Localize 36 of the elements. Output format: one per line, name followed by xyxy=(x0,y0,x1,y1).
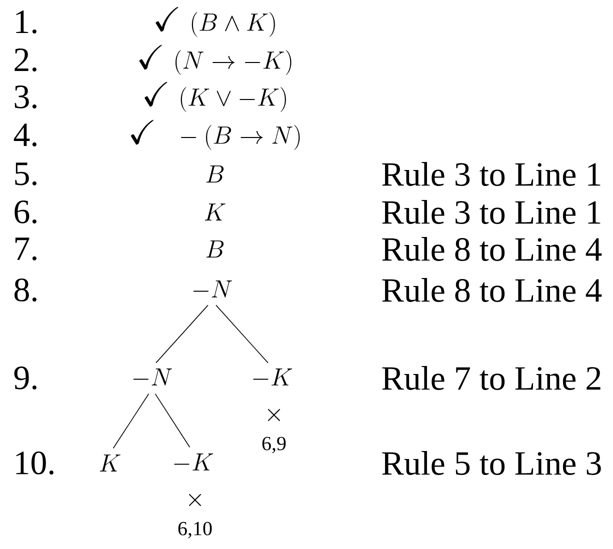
line-number: 1. xyxy=(16,10,36,34)
formula: $B$ xyxy=(206,240,224,258)
formula: $B$ xyxy=(206,166,224,182)
rule-note: Rule 5 to Line 3 xyxy=(382,451,601,475)
line-number: 4. xyxy=(14,124,36,146)
closure-lines: 6,10 xyxy=(178,522,212,538)
line-number: 2. xyxy=(14,48,36,72)
rule-note: Rule 3 to Line 1 xyxy=(382,162,600,186)
branch-line xyxy=(156,304,208,364)
rule-note: Rule 3 to Line 1 xyxy=(382,200,600,224)
formula: $\checkmark\ (N \to -K)$ xyxy=(139,44,292,75)
tree-formula: $-N$ xyxy=(133,368,172,386)
line-number: 6. xyxy=(14,200,36,224)
tree-formula: $-K$ xyxy=(174,453,214,470)
formula: $\checkmark\ (B \wedge K)$ xyxy=(156,6,275,37)
rule-note: Rule 7 to Line 2 xyxy=(382,366,600,390)
line-number: 10. xyxy=(16,451,54,475)
formula: $\checkmark\ \ -(B \to N)$ xyxy=(130,120,300,150)
branch-line xyxy=(216,304,268,364)
branch-line xyxy=(112,393,150,449)
line-number: 9. xyxy=(14,366,36,390)
closed-branch-mark: $\times$ xyxy=(188,494,201,506)
line-number: 5. xyxy=(15,162,36,186)
formula: $K$ xyxy=(204,204,226,220)
tree-formula: $K$ xyxy=(100,454,120,472)
line-number: 7. xyxy=(15,238,36,260)
formula: $\checkmark\ (K \vee -K)$ xyxy=(144,82,286,112)
rule-note: Rule 8 to Line 4 xyxy=(382,237,602,261)
branch-line xyxy=(154,393,190,448)
tree-formula: $-N$ xyxy=(193,280,232,298)
closed-branch-mark: $\times$ xyxy=(268,409,280,421)
rule-note: Rule 8 to Line 4 xyxy=(382,278,602,302)
line-number: 3. xyxy=(14,86,36,108)
line-number: 8. xyxy=(14,278,36,302)
closure-lines: 6,9 xyxy=(262,436,286,454)
tree-formula: $-K$ xyxy=(253,368,292,386)
